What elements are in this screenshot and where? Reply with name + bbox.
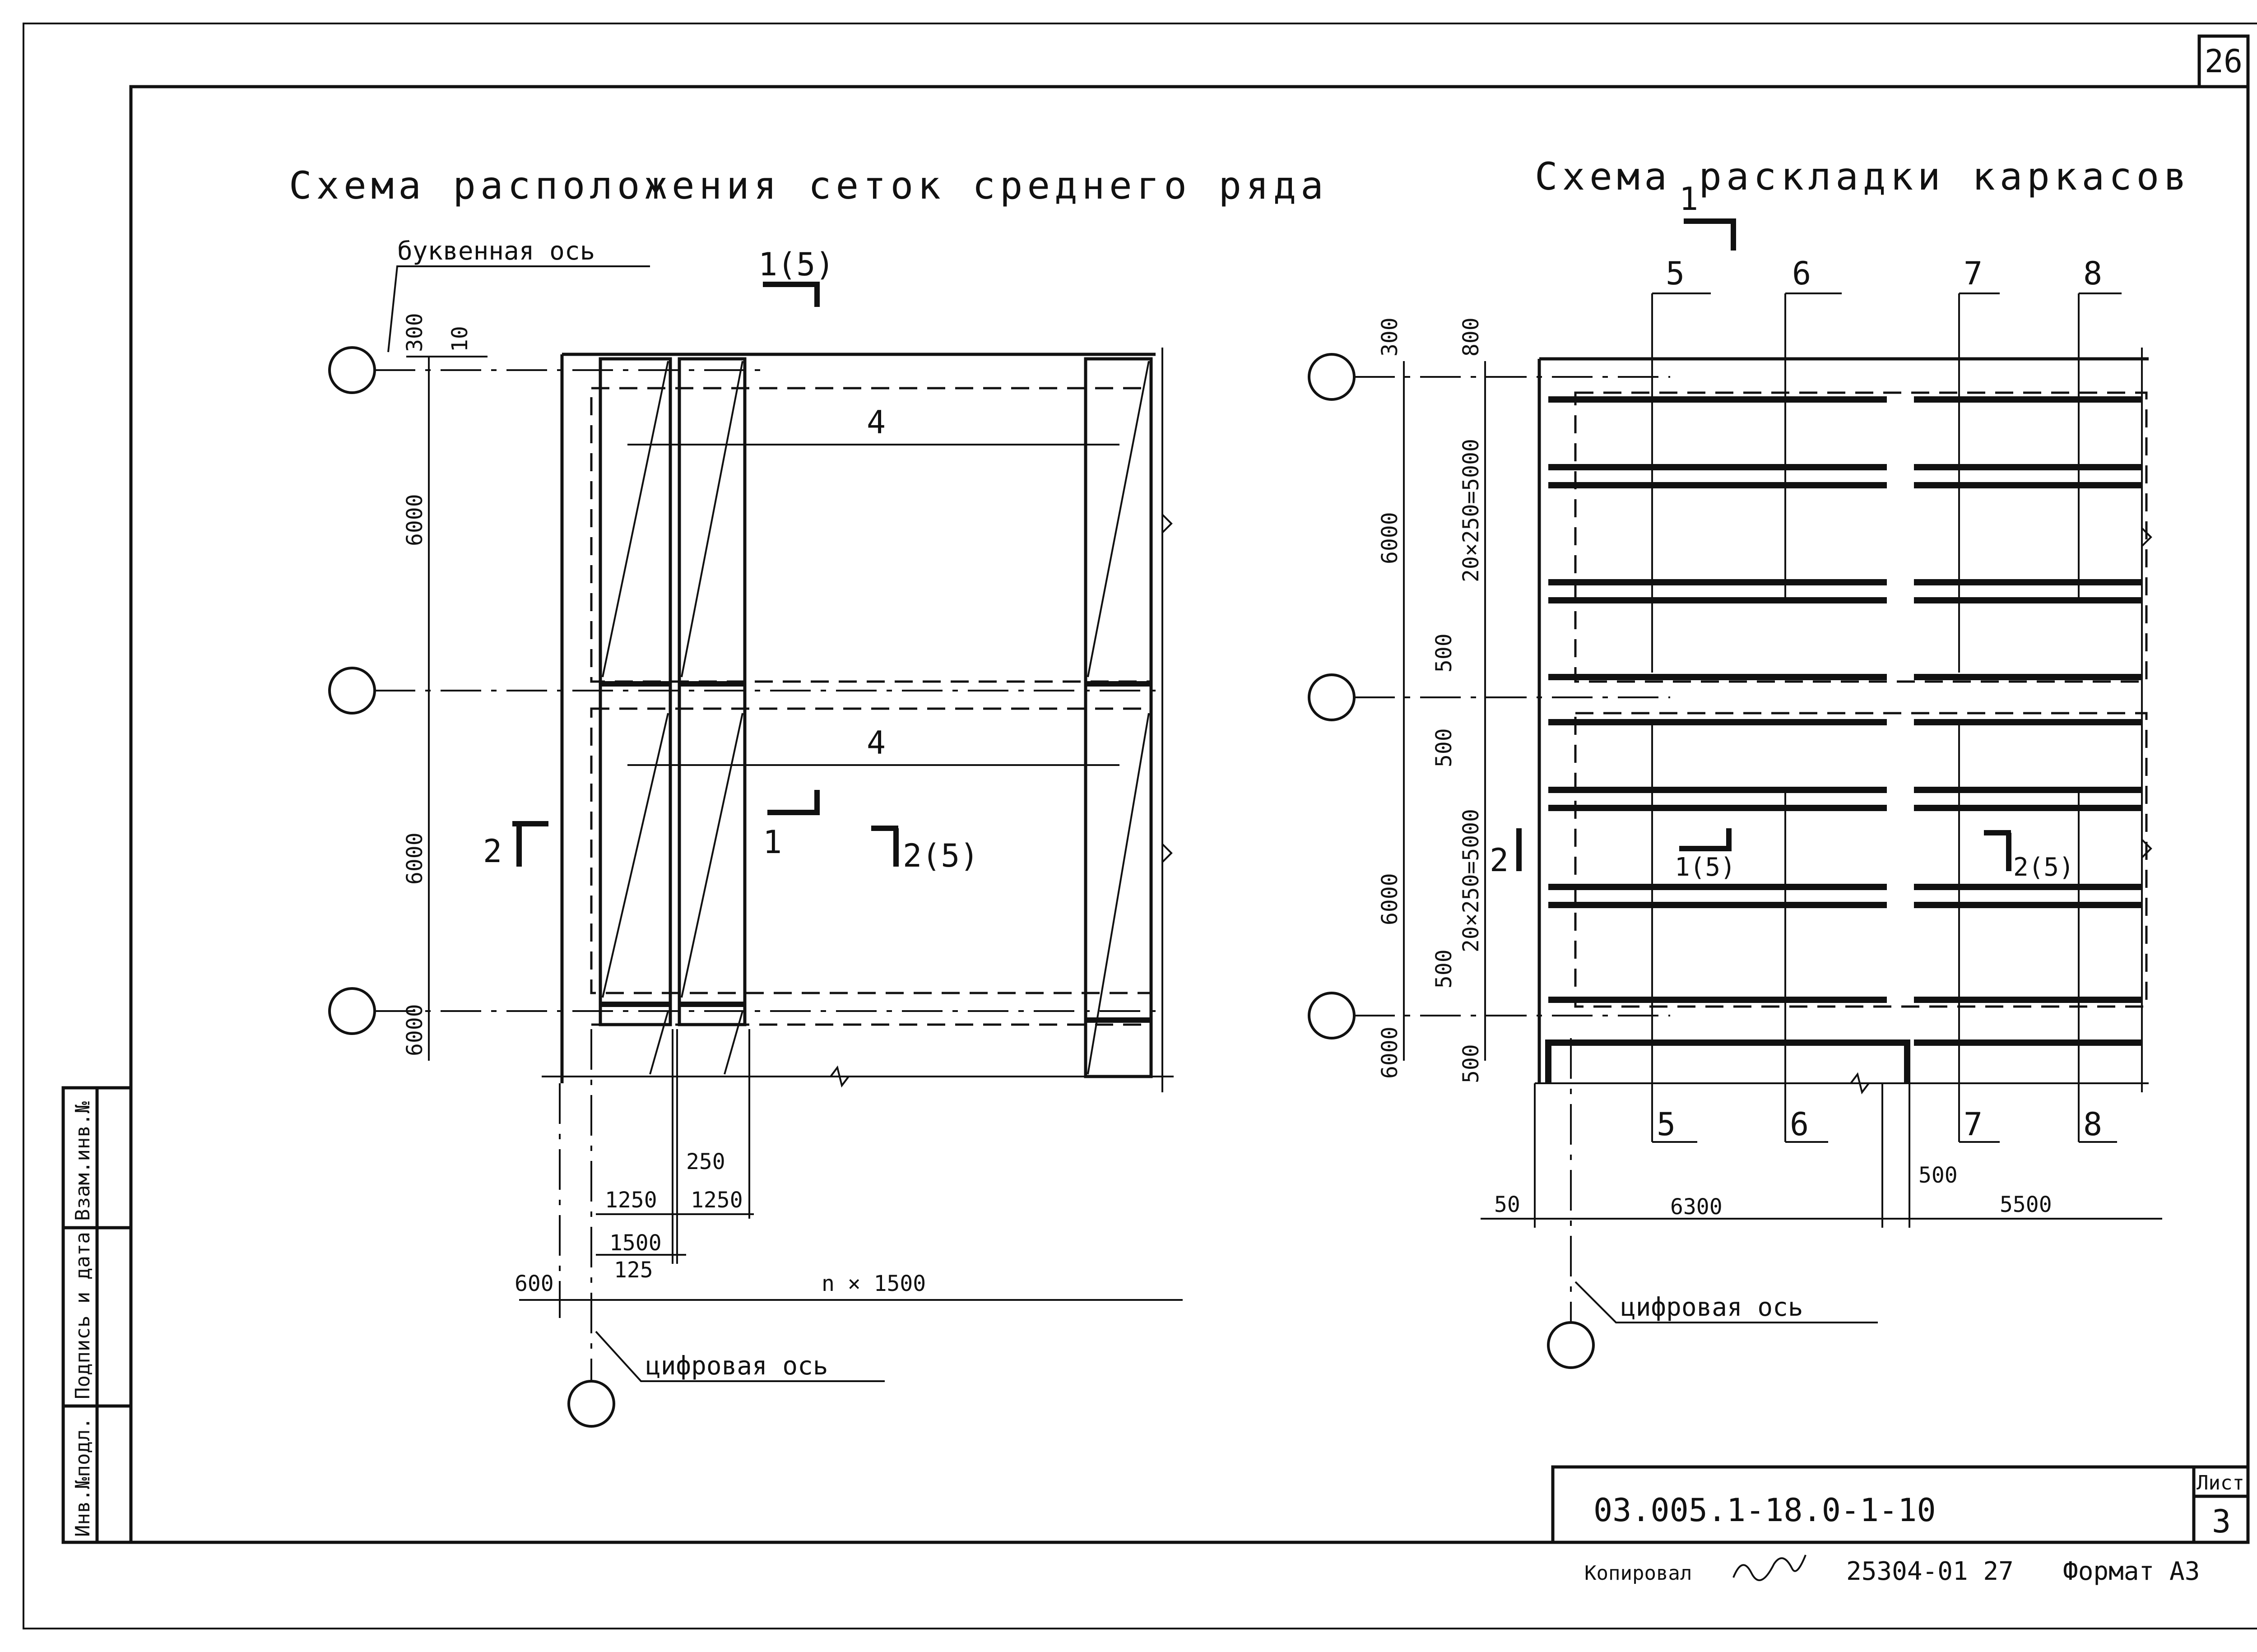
dim-1500: 1500 [609, 1230, 662, 1256]
r-dim-500-c: 500 [1431, 949, 1457, 988]
sheet-number-box [2197, 34, 2250, 88]
mark-5-bottom: 5 [1657, 1106, 1676, 1143]
digit-axis-label-right: цифровая ось [1621, 1293, 1803, 1322]
r-dim-500-e: 500 [1918, 1163, 1958, 1188]
r-dim-6300: 6300 [1670, 1194, 1723, 1220]
dim-1250-b: 1250 [691, 1188, 743, 1213]
digit-axis-label-left: цифровая ось [646, 1351, 828, 1381]
section-2-right: 2 [1490, 842, 1509, 879]
dim-125: 125 [614, 1258, 653, 1283]
format-label: Формат А3 [2063, 1557, 2200, 1586]
axis-circle-1 [328, 346, 376, 394]
left-scheme: буквенная ось 4 4 [328, 237, 1183, 1428]
axis-circle-r-digit [1547, 1321, 1595, 1369]
title-block: 03.005.1-18.0-1-10 Лист 3 [1551, 1465, 2250, 1544]
section-1-5-right: 1(5) [1675, 853, 1736, 882]
letter-axis-label: буквенная ось [397, 237, 595, 266]
r-dim-300: 300 [1377, 317, 1402, 357]
r-dim-20x250-b: 20×250=5000 [1458, 809, 1484, 952]
mark-4-lower: 4 [867, 724, 886, 761]
right-scheme: 1 [1308, 181, 2162, 1369]
stamp-inv-podl: Инв.№подл. [71, 1417, 94, 1537]
dim-250: 250 [686, 1149, 725, 1174]
footer-number: 25304-01 27 [1846, 1557, 2014, 1586]
mark-4-upper: 4 [867, 404, 886, 441]
stamp-signature-date: Подпись и дата [71, 1232, 94, 1399]
r-dim-6000-c: 6000 [1377, 1026, 1402, 1079]
r-dim-6000-b: 6000 [1377, 873, 1402, 925]
dim-1250-a: 1250 [605, 1188, 657, 1213]
mark-6-top: 6 [1792, 255, 1811, 292]
dim-6000-a: 6000 [402, 494, 427, 546]
sheet-frame [129, 85, 2250, 1544]
section-2-5-right: 2(5) [2013, 853, 2074, 882]
dim-10: 10 [447, 326, 473, 352]
mark-8-top: 8 [2083, 255, 2102, 292]
axis-circle-2 [328, 667, 376, 715]
side-stamp: Инв.№подл. Подпись и дата Взам.инв.№ [61, 1086, 133, 1544]
section-1-right: 1 [1679, 181, 1698, 218]
dim-6000-c: 6000 [402, 1004, 427, 1056]
document-code: 03.005.1-18.0-1-10 [1593, 1492, 1936, 1529]
stamp-vzam-inv: Взам.инв.№ [71, 1101, 94, 1221]
axis-circle-r1 [1308, 353, 1356, 401]
dim-600: 600 [515, 1271, 554, 1296]
section-2: 2 [483, 833, 502, 870]
right-title: Схема раскладки каркасов [1535, 154, 2191, 199]
section-2-5: 2(5) [903, 837, 979, 874]
r-dim-50: 50 [1494, 1192, 1520, 1217]
sheet-number-top: 26 [2205, 43, 2243, 80]
carcass-bars [1545, 396, 2142, 1083]
copied-label: Копировал [1584, 1562, 1692, 1585]
axis-circle-digit [567, 1380, 615, 1428]
outer-frame [23, 23, 2257, 1629]
sheet-label: Лист [2197, 1471, 2244, 1494]
dim-6000-b: 6000 [402, 832, 427, 885]
r-dim-5500: 5500 [2000, 1192, 2052, 1217]
r-dim-800: 800 [1458, 317, 1484, 357]
mark-7-bottom: 7 [1964, 1106, 1983, 1143]
section-1-5-top: 1(5) [758, 246, 835, 283]
left-title: Схема расположения сеток среднего ряда [289, 163, 1328, 208]
sheet-value: 3 [2212, 1503, 2231, 1540]
signature-scribble [1732, 1555, 1807, 1581]
mark-7-top: 7 [1964, 255, 1983, 292]
r-dim-6000-a: 6000 [1377, 512, 1402, 564]
r-dim-20x250-a: 20×250=5000 [1458, 439, 1484, 582]
mark-5-top: 5 [1666, 255, 1685, 292]
mark-6-bottom: 6 [1790, 1106, 1809, 1143]
mark-8-bottom: 8 [2083, 1106, 2102, 1143]
r-dim-500-d: 500 [1458, 1044, 1484, 1083]
r-dim-500-a: 500 [1431, 633, 1457, 673]
section-1: 1 [763, 824, 782, 861]
axis-circle-r3 [1308, 992, 1356, 1039]
dim-n-1500: n × 1500 [822, 1271, 926, 1296]
axis-circle-r2 [1308, 673, 1356, 721]
axis-circle-3 [328, 987, 376, 1035]
r-dim-500-b: 500 [1431, 728, 1457, 767]
dim-300: 300 [402, 313, 427, 352]
